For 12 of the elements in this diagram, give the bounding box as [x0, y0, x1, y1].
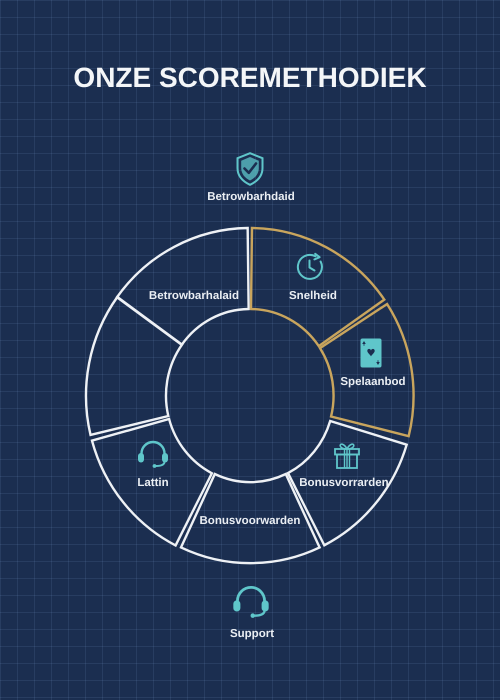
segment-label: Spelaanbod: [340, 374, 406, 389]
category-label: Betrowbarhdaid: [207, 190, 295, 204]
ring-segment: [318, 302, 416, 438]
ring-segment: [249, 226, 386, 348]
segment-label: Bonusvorrarden: [299, 476, 389, 490]
segment-label: Lattin: [137, 476, 169, 490]
segment-label: Snelheid: [289, 288, 337, 303]
segment-label: Betrowbarhalaid: [148, 288, 240, 303]
segment-label: Bonusvoorwarden: [200, 514, 300, 528]
ring-segment: [115, 226, 251, 346]
category-label: Support: [230, 627, 274, 641]
title: ONZE SCOREMETHODIEK: [73, 61, 427, 95]
